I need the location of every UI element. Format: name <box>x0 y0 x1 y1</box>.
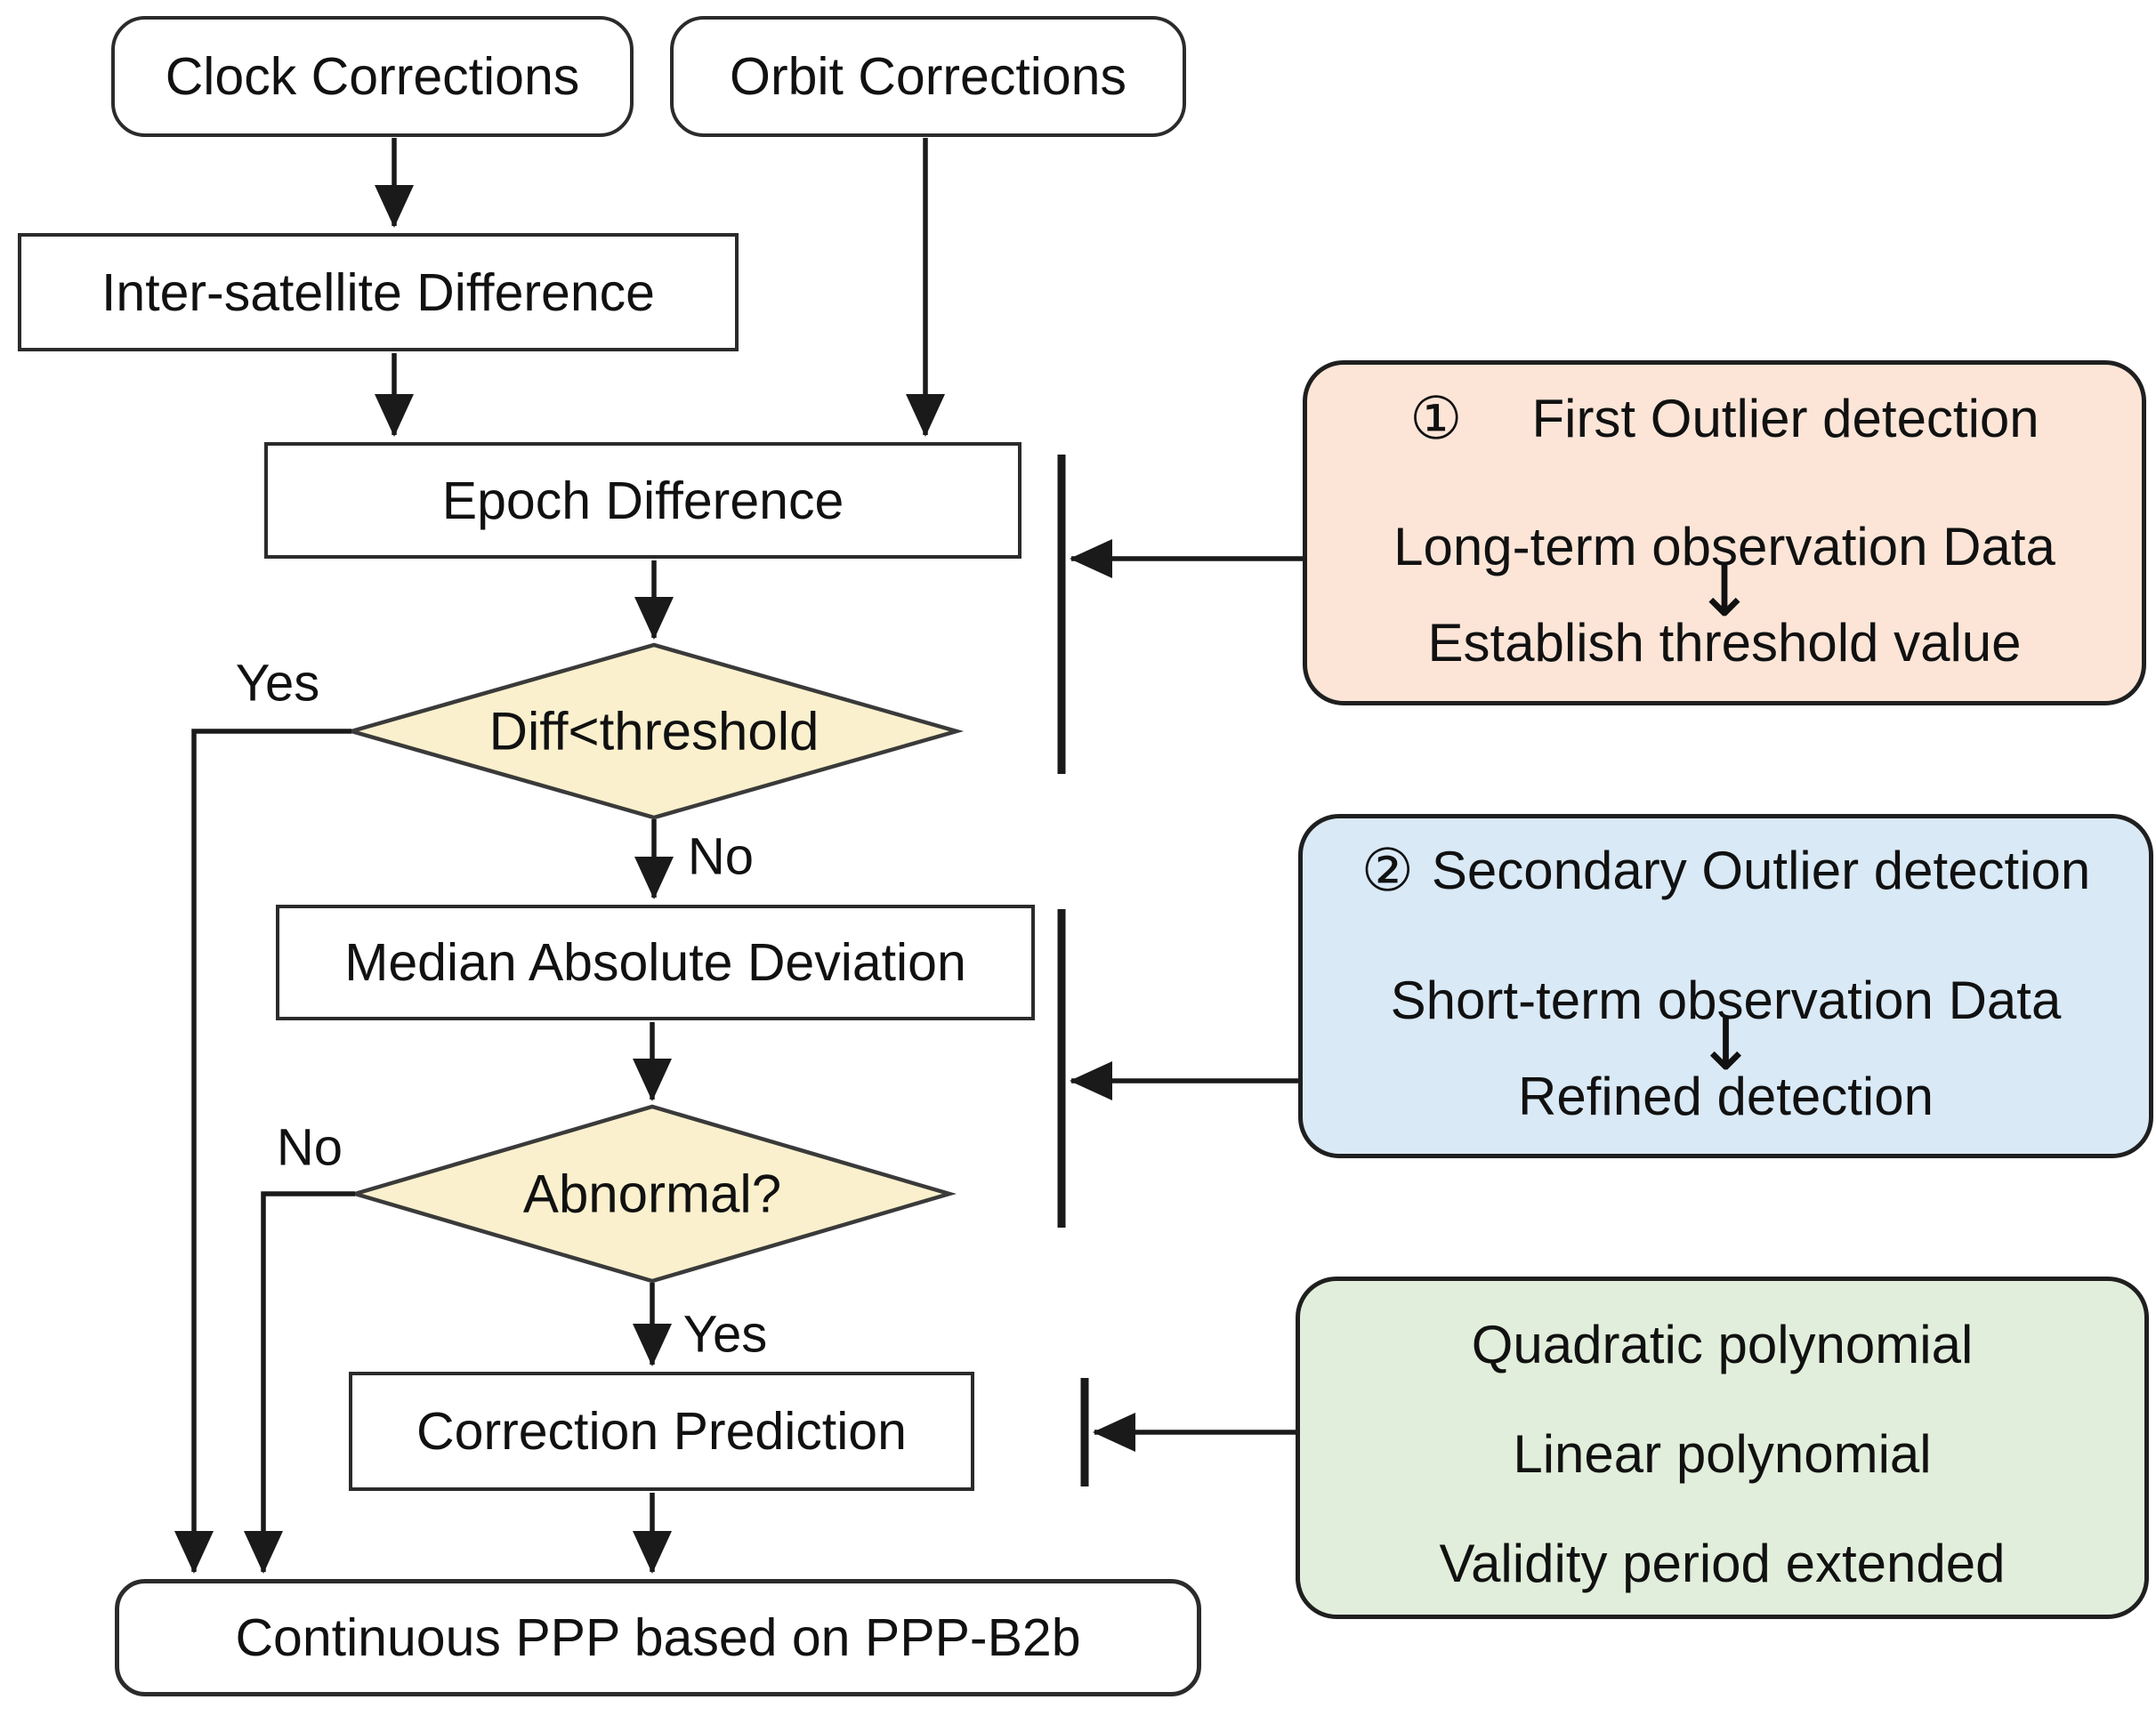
annotation-line: Quadratic polynomial <box>1471 1315 1974 1374</box>
node-label: Correction Prediction <box>416 1402 907 1461</box>
node-label: Orbit Corrections <box>730 47 1126 106</box>
node-label: Continuous PPP based on PPP-B2b <box>235 1608 1081 1667</box>
edge-label-diff-no: No <box>687 827 755 886</box>
node-label: Epoch Difference <box>441 471 844 530</box>
decision-label-abnormal: Abnormal? <box>522 1164 782 1224</box>
edge-diffthreshold-yes-to-continuous <box>174 729 351 1574</box>
annotation-line: Establish threshold value <box>1427 613 2022 673</box>
annotation-prediction-methods: Quadratic polynomial Linear polynomial V… <box>1296 1277 2149 1619</box>
edge-label-diff-yes: Yes <box>235 654 320 713</box>
circled-1-badge: ① <box>1409 385 1463 451</box>
annotation-line: Linear polynomial <box>1513 1424 1932 1484</box>
node-clock-corrections: Clock Corrections <box>111 16 634 137</box>
edge-abnormal-no-to-continuous <box>244 1191 355 1574</box>
node-correction-prediction: Correction Prediction <box>349 1372 974 1491</box>
node-continuous-ppp: Continuous PPP based on PPP-B2b <box>115 1579 1201 1696</box>
node-label: Clock Corrections <box>165 47 580 106</box>
annotation-line: Long-term observation Data <box>1393 517 2055 576</box>
node-median-absolute-deviation: Median Absolute Deviation <box>276 905 1035 1020</box>
annotation-title-row: ② Secondary Outlier detection <box>1303 834 2149 906</box>
edge-label-abnormal-yes: Yes <box>682 1305 768 1364</box>
annotation-line: Refined detection <box>1518 1067 1934 1126</box>
annotation-title-row: ① First Outlier detection <box>1307 382 2142 455</box>
annotation-line: Validity period extended <box>1439 1534 2006 1593</box>
annotation-secondary-outlier-detection: ② Secondary Outlier detection Short-term… <box>1298 814 2153 1158</box>
annotation-line: Short-term observation Data <box>1390 971 2062 1030</box>
down-arrow-icon: ↓ <box>1695 1003 1756 1087</box>
decision-diamond-diff-threshold <box>343 642 965 820</box>
annotation-first-outlier-detection: ① First Outlier detection Long-term obse… <box>1303 360 2146 705</box>
decision-diamond-abnormal <box>348 1104 957 1284</box>
edge-label-abnormal-no: No <box>276 1118 343 1177</box>
annotation-title: First Outlier detection <box>1531 388 2039 448</box>
node-label: Median Absolute Deviation <box>344 933 966 992</box>
node-epoch-difference: Epoch Difference <box>264 442 1021 559</box>
circled-2-badge: ② <box>1361 837 1414 903</box>
node-label: Inter-satellite Difference <box>101 262 655 322</box>
annotation-title: Secondary Outlier detection <box>1431 840 2091 900</box>
node-inter-satellite-difference: Inter-satellite Difference <box>18 233 739 351</box>
down-arrow-icon: ↓ <box>1693 549 1756 633</box>
decision-label-diff-threshold: Diff<threshold <box>489 701 820 761</box>
node-orbit-corrections: Orbit Corrections <box>670 16 1186 137</box>
